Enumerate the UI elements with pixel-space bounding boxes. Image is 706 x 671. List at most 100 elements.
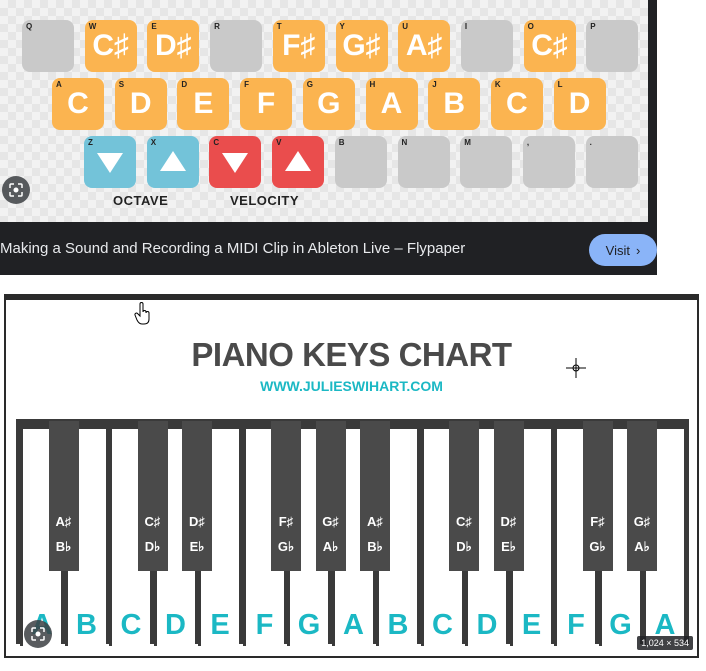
white-key-label: F xyxy=(567,609,585,641)
black-key-flat-label: E♭ xyxy=(189,539,205,554)
key-note: D♯ xyxy=(155,29,192,62)
white-key-label: B xyxy=(387,609,409,641)
keyboard-key: C xyxy=(209,136,262,188)
key-letter: D xyxy=(181,80,188,89)
keyboard-key: N xyxy=(397,136,450,188)
piano-chart-image[interactable]: PIANO KEYS CHART WWW.JULIESWIHART.COM AB… xyxy=(4,294,699,658)
key-note: G♯ xyxy=(342,29,381,62)
black-key-sharp-label: G♯ xyxy=(633,514,651,529)
keyboard-key: M xyxy=(460,136,513,188)
key-letter: V xyxy=(276,138,282,147)
visit-button[interactable]: Visit › xyxy=(589,234,657,266)
black-key-flat-label: A♭ xyxy=(634,539,650,554)
keyboard-key: X xyxy=(146,136,199,188)
key-note: F xyxy=(256,87,276,120)
octave-label: OCTAVE xyxy=(113,193,169,208)
black-key-flat-label: D♭ xyxy=(144,539,161,554)
white-key-label: A xyxy=(654,609,676,641)
black-key-sharp-label: D♯ xyxy=(189,514,205,529)
black-key-flat-label: G♭ xyxy=(277,539,295,554)
result-caption[interactable]: Making a Sound and Recording a MIDI Clip… xyxy=(0,240,466,257)
lens-search-button[interactable] xyxy=(2,176,30,204)
key-letter: N xyxy=(401,138,408,147)
lens-icon xyxy=(9,183,23,197)
black-key: C♯D♭ xyxy=(449,421,479,571)
key-letter: B xyxy=(338,138,345,147)
lens-search-button[interactable] xyxy=(24,620,52,648)
black-key-flat-label: E♭ xyxy=(501,539,516,554)
keyboard-key: I xyxy=(460,20,513,72)
arrow-up-icon xyxy=(159,151,186,171)
black-key: C♯ D♭ xyxy=(137,421,168,571)
white-key-label: B xyxy=(76,609,97,641)
arrow-down-icon xyxy=(222,153,249,173)
visit-label: Visit xyxy=(605,242,630,258)
key-letter: M xyxy=(464,138,471,147)
arrow-down-icon xyxy=(97,153,123,173)
key-letter: G xyxy=(306,80,314,89)
key-letter: F xyxy=(244,80,249,89)
key-letter: T xyxy=(276,22,282,31)
black-key: G♯ A♭ xyxy=(627,421,657,571)
key-letter: Y xyxy=(339,22,345,31)
key-note: D xyxy=(129,87,152,120)
key-note: C♯ xyxy=(92,29,130,62)
key-note: E xyxy=(193,87,214,120)
arrow-up-icon xyxy=(285,151,312,171)
black-key-sharp-label: C♯ xyxy=(144,514,161,529)
black-key-flat-label: B♭ xyxy=(55,539,72,554)
black-key-sharp-label: D♯ xyxy=(500,514,517,529)
black-key-flat-label: A♭ xyxy=(322,539,339,554)
keyboard-key: , xyxy=(522,136,575,188)
crosshair-cursor-icon xyxy=(566,358,586,378)
keyboard-key: Z xyxy=(84,136,136,188)
key-letter: W xyxy=(88,22,97,31)
black-key-sharp-label: F♯ xyxy=(590,514,605,529)
black-key-flat-label: G♭ xyxy=(589,539,606,554)
black-key: D♯ E♭ xyxy=(493,421,524,571)
white-key-label: G xyxy=(609,609,632,641)
key-note: F♯ xyxy=(282,29,316,62)
chevron-right-icon: › xyxy=(635,242,641,258)
black-key: D♯ E♭ xyxy=(182,421,212,571)
key-letter: P xyxy=(590,22,596,31)
key-letter: O xyxy=(527,22,534,31)
keyboard-key: . xyxy=(585,136,638,188)
piano-keyboard: ABCDEFGABCDEFGAA♯B♭C♯D♭D♯E♭F♯G♭G♯A♭A♯B♭C… xyxy=(16,419,689,646)
key-letter: C xyxy=(213,138,220,147)
black-key: F♯ G♭ xyxy=(582,421,613,571)
black-key: F♯ G♭ xyxy=(271,421,301,571)
key-note: A xyxy=(380,87,403,120)
key-note: D xyxy=(568,87,591,120)
key-letter: R xyxy=(214,22,220,31)
keyboard-key: R xyxy=(210,20,263,72)
key-note: A♯ xyxy=(405,29,443,62)
white-key-label: F xyxy=(255,609,274,641)
key-letter: , xyxy=(526,138,530,147)
white-key-label: D xyxy=(476,609,498,641)
white-key-label: D xyxy=(165,609,186,641)
key-letter: . xyxy=(589,138,592,147)
key-letter: Q xyxy=(26,22,33,31)
key-letter: S xyxy=(118,80,125,89)
key-letter: E xyxy=(151,22,157,31)
keyboard-key: Q xyxy=(22,20,74,72)
black-key-sharp-label: F♯ xyxy=(278,514,294,529)
chart-url: WWW.JULIESWIHART.COM xyxy=(260,378,443,394)
